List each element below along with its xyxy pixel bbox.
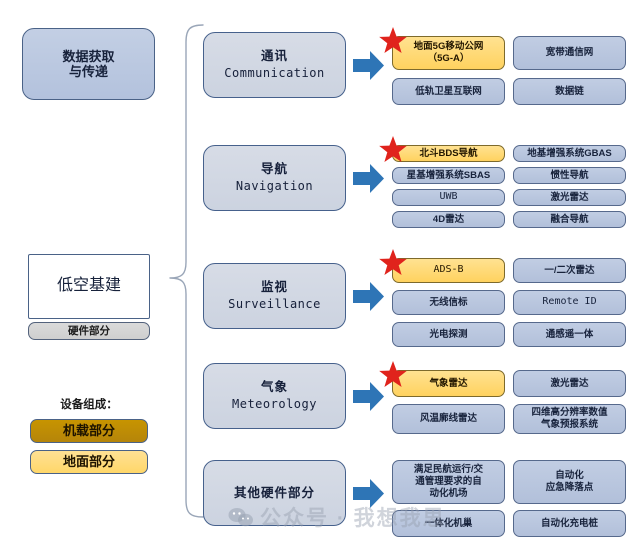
chip-surveillance-3-label: Remote ID — [542, 296, 597, 308]
chip-navigation-0-label: 北斗BDS导航 — [419, 147, 478, 159]
root-title-box[interactable]: 低空基建 — [28, 254, 150, 319]
chip-navigation-2[interactable]: 星基增强系统SBAS — [392, 167, 505, 184]
chip-meteorology-3-line2: 气象预报系统 — [540, 419, 598, 430]
chip-communication-1[interactable]: 宽带通信网 — [513, 36, 626, 70]
data-acquisition-line2: 与传递 — [68, 64, 108, 79]
legend-item-ground-label: 地面部分 — [62, 454, 115, 470]
chip-other-hardware-3-label: 自动化充电桩 — [540, 517, 598, 529]
category-communication-en: Communication — [224, 66, 325, 81]
arrow-right-icon-navigation — [353, 164, 384, 193]
chip-communication-0[interactable]: 地面5G移动公网 （5G-A） — [392, 36, 505, 70]
chip-surveillance-0-label: ADS-B — [433, 264, 464, 276]
root-subtitle-label: 硬件部分 — [68, 324, 110, 337]
chip-meteorology-3-line1: 四维高分辨率数值 — [531, 407, 608, 419]
legend-item-airborne-label: 机载部分 — [62, 423, 115, 439]
chip-surveillance-5-label: 通感遥一体 — [545, 328, 594, 340]
chip-other-hardware-0-line2: 通管理要求的自 — [415, 476, 482, 488]
category-other-hardware[interactable]: 其他硬件部分 — [203, 460, 346, 526]
chip-navigation-4-label: UWB — [439, 191, 458, 203]
chip-navigation-6-label: 4D雷达 — [432, 213, 465, 225]
chip-other-hardware-0-line3: 动化机场 — [429, 487, 468, 499]
chip-meteorology-1[interactable]: 激光雷达 — [513, 370, 626, 397]
category-navigation[interactable]: 导航 Navigation — [203, 145, 346, 211]
grouping-brace — [169, 24, 204, 518]
chip-surveillance-0[interactable]: ADS-B — [392, 258, 505, 283]
star-icon-meteorology — [379, 361, 407, 387]
legend-title: 设备组成： — [60, 399, 118, 411]
category-navigation-cn: 导航 — [260, 162, 288, 177]
chip-navigation-4[interactable]: UWB — [392, 189, 505, 206]
chip-other-hardware-1-line2: 应急降落点 — [545, 482, 594, 493]
chip-other-hardware-2-label: 一体化机巢 — [424, 517, 473, 529]
chip-other-hardware-2[interactable]: 一体化机巢 — [392, 510, 505, 537]
chip-surveillance-2[interactable]: 无线信标 — [392, 290, 505, 315]
chip-surveillance-5[interactable]: 通感遥一体 — [513, 322, 626, 347]
star-icon-surveillance — [379, 249, 407, 275]
chip-other-hardware-3[interactable]: 自动化充电桩 — [513, 510, 626, 537]
arrow-right-icon-communication — [353, 51, 384, 80]
category-surveillance-en: Surveillance — [228, 297, 321, 312]
chip-navigation-6[interactable]: 4D雷达 — [392, 211, 505, 228]
star-icon-communication — [379, 27, 407, 53]
chip-navigation-7-label: 融合导航 — [550, 213, 589, 225]
chip-communication-0-line1: 地面5G移动公网 — [413, 41, 484, 53]
chip-surveillance-4[interactable]: 光电探测 — [392, 322, 505, 347]
chip-surveillance-4-label: 光电探测 — [429, 328, 468, 340]
root-title-label: 低空基建 — [56, 277, 121, 295]
chip-other-hardware-0[interactable]: 满足民航运行/交 通管理要求的自 动化机场 — [392, 460, 505, 504]
chip-navigation-7[interactable]: 融合导航 — [513, 211, 626, 228]
chip-meteorology-2-label: 风温廓线雷达 — [419, 413, 477, 425]
chip-meteorology-1-label: 激光雷达 — [550, 377, 589, 389]
root-subtitle-box[interactable]: 硬件部分 — [28, 322, 150, 340]
chip-other-hardware-0-line1: 满足民航运行/交 — [413, 464, 484, 476]
arrow-right-icon-other-hardware — [353, 479, 384, 508]
chip-navigation-5-label: 激光雷达 — [550, 191, 589, 203]
chip-other-hardware-1-line1: 自动化 — [555, 470, 584, 482]
chip-meteorology-2[interactable]: 风温廓线雷达 — [392, 404, 505, 434]
chip-navigation-2-label: 星基增强系统SBAS — [406, 169, 491, 181]
chip-other-hardware-1[interactable]: 自动化 应急降落点 — [513, 460, 626, 504]
chip-communication-3[interactable]: 数据链 — [513, 78, 626, 105]
chip-navigation-1[interactable]: 地基增强系统GBAS — [513, 145, 626, 162]
arrow-right-icon-surveillance — [353, 282, 384, 311]
chip-communication-2-label: 低轨卫星互联网 — [415, 85, 482, 97]
legend-item-airborne[interactable]: 机载部分 — [30, 419, 148, 443]
chip-communication-0-line2: （5G-A） — [427, 53, 470, 64]
chip-communication-1-label: 宽带通信网 — [545, 47, 594, 59]
chip-surveillance-1[interactable]: 一/二次雷达 — [513, 258, 626, 283]
chip-navigation-1-label: 地基增强系统GBAS — [527, 147, 612, 159]
chip-surveillance-3[interactable]: Remote ID — [513, 290, 626, 315]
category-other-hardware-cn: 其他硬件部分 — [233, 485, 315, 500]
chip-surveillance-1-label: 一/二次雷达 — [544, 264, 595, 276]
chip-meteorology-0-label: 气象雷达 — [429, 377, 468, 389]
chip-navigation-3-label: 惯性导航 — [550, 169, 589, 181]
chip-communication-3-label: 数据链 — [555, 85, 584, 97]
category-communication-cn: 通讯 — [260, 49, 288, 64]
star-icon-navigation — [379, 136, 407, 162]
data-acquisition-line1: 数据获取 — [62, 48, 115, 64]
category-navigation-en: Navigation — [235, 179, 314, 194]
chip-navigation-5[interactable]: 激光雷达 — [513, 189, 626, 206]
category-surveillance-cn: 监视 — [260, 280, 288, 295]
category-surveillance[interactable]: 监视 Surveillance — [203, 263, 346, 329]
category-meteorology-en: Meteorology — [232, 397, 317, 412]
arrow-right-icon-meteorology — [353, 382, 384, 411]
category-meteorology-cn: 气象 — [260, 380, 288, 395]
chip-meteorology-3[interactable]: 四维高分辨率数值 气象预报系统 — [513, 404, 626, 434]
chip-surveillance-2-label: 无线信标 — [429, 296, 468, 308]
legend-item-ground[interactable]: 地面部分 — [30, 450, 148, 474]
category-meteorology[interactable]: 气象 Meteorology — [203, 363, 346, 429]
chip-meteorology-0[interactable]: 气象雷达 — [392, 370, 505, 397]
data-acquisition-box[interactable]: 数据获取 与传递 — [22, 28, 155, 100]
chip-navigation-0[interactable]: 北斗BDS导航 — [392, 145, 505, 162]
category-communication[interactable]: 通讯 Communication — [203, 32, 346, 98]
chip-communication-2[interactable]: 低轨卫星互联网 — [392, 78, 505, 105]
chip-navigation-3[interactable]: 惯性导航 — [513, 167, 626, 184]
